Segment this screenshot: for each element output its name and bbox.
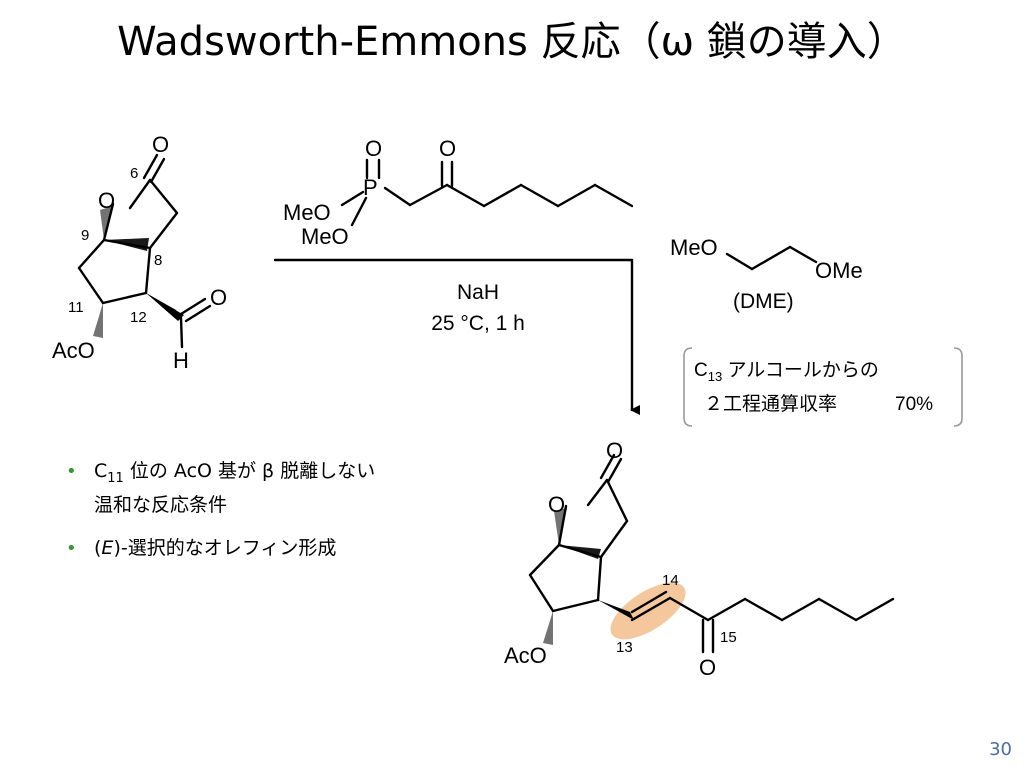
aldehyde-h: H <box>173 348 189 373</box>
product-locant-15: 15 <box>720 629 737 646</box>
aldehyde-carbonyl-o: O <box>210 285 227 310</box>
methoxy-1: MeO <box>283 200 331 225</box>
product-ketone-o: O <box>699 655 716 680</box>
c8-hash-wedge <box>104 238 149 251</box>
product-enone: O O AcO O 14 13 15 <box>504 438 895 680</box>
dme-meo: MeO <box>670 235 718 260</box>
aldehyde-lactone-carbonyl-o: O <box>152 132 169 157</box>
aldehyde-bonds <box>77 153 212 349</box>
phosphonate-reagent: O P O MeO MeO <box>283 136 634 249</box>
yield-percent: 70% <box>895 394 933 415</box>
product-lactone-carbonyl-o: O <box>606 438 623 463</box>
product-c12-wedge <box>598 600 634 620</box>
condition-base: NaH <box>457 281 499 304</box>
c9-hash-wedge <box>100 206 113 240</box>
bullet-item-2: • (E)-選択的なオレフィン形成 <box>66 535 466 562</box>
bullet-1-line-2: 温和な反応条件 <box>94 493 228 516</box>
product-locant-13: 13 <box>616 639 633 656</box>
product-locant-14: 14 <box>662 572 679 589</box>
c11-hash-wedge <box>93 303 103 338</box>
c12-wedge <box>146 293 184 321</box>
yield-bracket-right <box>953 347 963 427</box>
reaction-arrow <box>273 258 640 415</box>
bullet-marker: • <box>66 537 77 559</box>
aldehyde-locant-8: 8 <box>154 252 162 269</box>
yield-line-1: C13 アルコールからの <box>694 360 879 384</box>
aldehyde-locant-9: 9 <box>81 227 89 244</box>
starting-aldehyde: O O AcO O H 6 9 8 11 12 <box>52 132 227 373</box>
dme-solvent: MeO OMe (DME) <box>670 235 863 313</box>
phosphoryl-o: O <box>365 136 382 161</box>
condition-temp-time: 25 °C, 1 h <box>431 312 525 335</box>
bullet-2-text: (E)-選択的なオレフィン形成 <box>94 536 337 559</box>
phosphorus: P <box>363 175 378 200</box>
bullet-1-line-1: C11 位の AcO 基が β 脱離しない <box>94 460 376 486</box>
aldehyde-locant-11: 11 <box>68 299 84 316</box>
yield-note: C13 アルコールからの ２工程通算収率 70% <box>683 347 963 427</box>
aldehyde-aco: AcO <box>52 338 95 363</box>
product-c11-hash-wedge <box>543 611 553 645</box>
aldehyde-ring-o: O <box>98 188 115 213</box>
product-aco: AcO <box>504 643 547 668</box>
aldehyde-locant-6: 6 <box>130 165 138 182</box>
yield-bracket-left <box>683 347 693 427</box>
product-c8-hash-wedge <box>559 545 601 559</box>
bullet-item-1: • C11 位の AcO 基が β 脱離しない 温和な反応条件 <box>66 458 466 519</box>
aldehyde-locant-12: 12 <box>130 309 147 326</box>
yield-line-2: ２工程通算収率 <box>704 393 837 415</box>
bullet-list: • C11 位の AcO 基が β 脱離しない 温和な反応条件 • (E)-選択… <box>66 458 466 578</box>
page-number: 30 <box>989 739 1012 760</box>
product-ring-o: O <box>548 492 565 517</box>
dme-ome: OMe <box>815 258 863 283</box>
methoxy-2: MeO <box>301 224 349 249</box>
phosphonate-bonds <box>340 158 634 227</box>
slide-title: Wadsworth-Emmons 反応（ω 鎖の導入） <box>117 19 907 65</box>
bullet-marker: • <box>66 461 77 482</box>
ketone-o: O <box>439 136 456 161</box>
product-c9-hash-wedge <box>554 508 567 545</box>
dme-abbr: (DME) <box>733 290 794 313</box>
